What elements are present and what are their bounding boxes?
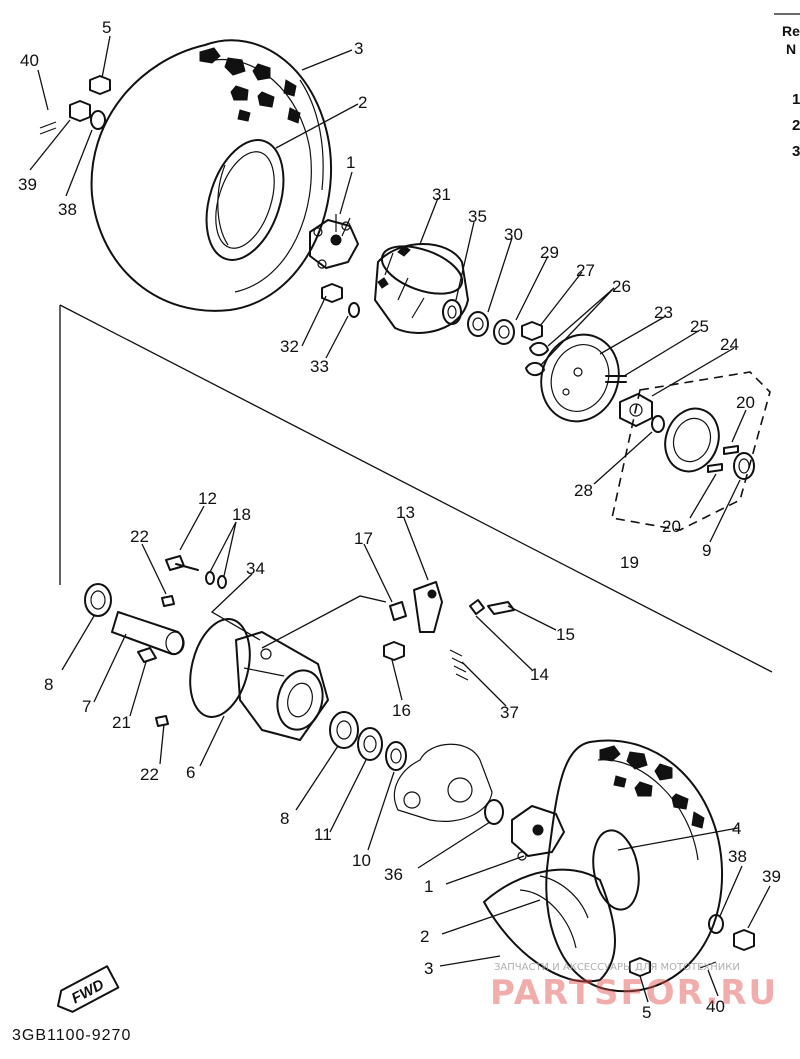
callout-5-top: 5 [102,18,111,37]
upper-axle-nut-group [39,75,111,135]
assembly-19-parts [651,407,755,480]
callout-16: 16 [392,701,411,720]
callout-29: 29 [540,243,559,262]
callout-4: 4 [732,819,741,838]
callout-38-bottom: 38 [728,847,747,866]
callout-8-left: 8 [44,675,53,694]
callout-37: 37 [500,703,519,722]
watermark-caption: ЗАПЧАСТИ И АКСЕССУАРЫ ДЛЯ МОТОТЕХНИКИ [494,962,740,973]
callout-13: 13 [396,503,415,522]
axle-reference-line [59,304,773,673]
leader-lines [29,35,771,1003]
callout-39-top: 39 [18,175,37,194]
callout-20-a: 20 [736,393,755,412]
callout-3-top: 3 [354,39,363,58]
callout-17: 17 [354,529,373,548]
callout-7: 7 [82,697,91,716]
svg-text:3: 3 [792,143,800,160]
callout-10: 10 [352,851,371,870]
lower-axle-nut-group [629,914,755,977]
forward-direction-badge: FWD [56,965,120,1013]
svg-text:2: 2 [792,117,800,134]
lower-wheel-tire [483,739,724,993]
callout-40-bottom: 40 [706,997,725,1016]
brake-cam-lever [383,581,515,681]
callout-31: 31 [432,185,451,204]
callout-30: 30 [504,225,523,244]
brake-clips [525,342,549,376]
cropped-table-fragment: Re N 1 2 3 [774,13,800,160]
callout-19: 19 [620,553,639,572]
caliper-bolts [137,555,227,727]
callout-24: 24 [720,335,739,354]
drum-bolt [321,283,360,318]
callout-2-bottom: 2 [420,927,429,946]
callout-20-b: 20 [662,517,681,536]
axle-sleeve [84,583,185,656]
callout-27: 27 [576,261,595,280]
callout-25: 25 [690,317,709,336]
callout-18: 18 [232,505,251,524]
callout-22-bottom: 22 [140,765,159,784]
callout-11: 11 [314,825,332,844]
brake-shoe-plate [540,333,620,423]
callout-5-bottom: 5 [642,1003,651,1022]
svg-text:1: 1 [792,91,800,108]
callout-26: 26 [612,277,631,296]
upper-wheel-tire [90,39,332,312]
callout-40-top: 40 [20,51,39,70]
callout-1-top: 1 [346,153,355,172]
callout-28: 28 [574,481,593,500]
callout-36: 36 [384,865,403,884]
seal-36 [484,799,504,825]
assembly-19-outline [611,371,771,531]
callout-22-top: 22 [130,527,149,546]
callout-12: 12 [198,489,217,508]
callout-23: 23 [654,303,673,322]
callout-38-top: 38 [58,200,77,219]
svg-text:N: N [786,41,796,57]
callout-39-bottom: 39 [762,867,781,886]
final-drive-housing [393,743,493,822]
callout-14: 14 [530,665,549,684]
callout-8-center: 8 [280,809,289,828]
callout-15: 15 [556,625,575,644]
callout-6: 6 [186,763,195,782]
callout-labels: 5 40 39 38 3 2 1 31 35 30 29 27 26 23 25… [18,18,781,1022]
upper-wheel-hub [309,214,359,269]
callout-3-bottom: 3 [424,959,433,978]
callout-33: 33 [310,357,329,376]
callout-32: 32 [280,337,299,356]
watermark-brand: PARTSFOR.RU [490,973,778,1013]
lower-wheel-hub [511,805,565,861]
lower-bearings [329,711,407,771]
callout-9: 9 [702,541,711,560]
brake-drum [374,243,469,334]
callout-1-bottom: 1 [424,877,433,896]
upper-seals-bearings [442,299,543,345]
callout-2-top: 2 [358,93,367,112]
part-code: 3GB1100-9270 [12,1027,131,1044]
callout-21: 21 [112,713,131,732]
shoe-pins-and-hub [605,375,653,427]
site-watermark: ЗАПЧАСТИ И АКСЕССУАРЫ ДЛЯ МОТОТЕХНИКИ PA… [490,962,778,1013]
svg-text:Re: Re [782,23,800,39]
callout-35: 35 [468,207,487,226]
brake-backing-plate [189,618,329,741]
callout-34: 34 [246,559,265,578]
